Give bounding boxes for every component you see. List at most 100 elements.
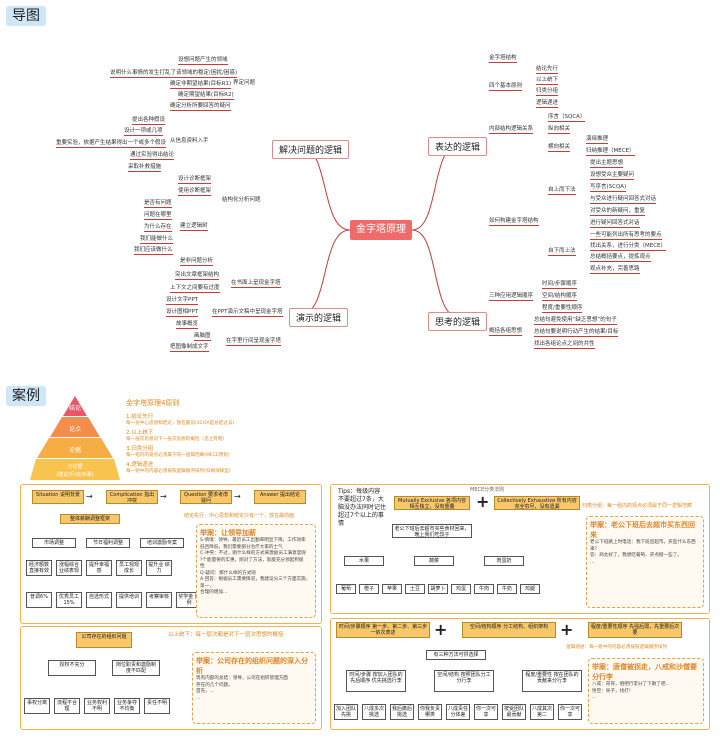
problem-item[interactable]: 我们能做什么 [140,236,174,244]
express-item[interactable]: 总结概括要点，提炼观点 [590,254,651,262]
case3-label: 以上统下：每一层次都是对下一层次思想的概括 [168,632,284,638]
present-item[interactable]: 画脑图 [194,333,211,341]
express-item[interactable]: 如何构建金字塔结构 [489,218,539,226]
express-item[interactable]: 归类分组 [536,88,559,96]
express-item[interactable]: 金字塔结构 [489,55,517,63]
problem-item[interactable]: 采取补救措施 [128,164,162,172]
think-item[interactable]: 找出各组论点之间的共性 [534,341,595,349]
express-item[interactable]: 四个基本原则 [489,83,523,91]
problem-item[interactable]: 是非问题分析 [180,258,214,266]
think-item[interactable]: 空间/结构顺序 [542,293,577,301]
problem-item[interactable]: 确定分析所要回答的疑问 [170,103,231,111]
express-item[interactable]: 对受众的新疑问，重复 [590,208,646,216]
case1-l4: 优秀员工 15% [56,592,82,608]
present-item[interactable]: 上下文之间要有过度 [170,285,220,293]
express-item[interactable]: 纵向相关 [548,126,571,134]
pyramid-rule: 2.以上统下 [126,430,154,436]
think-item[interactable]: 时间/步骤顺序 [542,281,577,289]
express-item[interactable]: 与受众进行疑问回答式对话 [590,196,657,204]
present-item[interactable]: 设计文字PPT [166,297,198,305]
case1-l2: 节日福利调整 [86,538,130,548]
case4-top: 程度/重要性顺序 先强后弱，先重要后次要 [588,622,682,638]
express-item[interactable]: 序言（SQCA） [548,114,586,122]
problem-item[interactable]: 使用诊断框架 [178,188,212,196]
present-item[interactable]: 在字里行间呈现金字塔 [226,338,282,346]
express-item[interactable]: 结论先行 [536,66,559,74]
think-item[interactable]: 总结句避免使用“缺乏思想”的句子 [534,317,617,325]
arrow-icon: → [234,492,241,501]
problem-item[interactable]: 问题在哪里 [144,212,172,220]
case2-item: 橙子 [359,584,379,594]
problem-item[interactable]: 建立逻辑树 [180,223,208,231]
think-item[interactable]: 三种应用逻辑顺序 [489,293,534,301]
case1-label: 结论先行：中心思想和结论只有一个，放在最前面 [184,513,295,519]
pyramid-level-4: 分论据 [67,463,82,470]
case2-tips: Tips：每级内容不要超过7条，大脑没办法同时记住超过7个以上的事情 [338,488,387,527]
pyramid-level-4b: (建议/行动/步骤) [56,471,93,478]
case4-main: 有三种方法可供选择 [426,650,486,660]
express-item[interactable]: 以上统下 [536,77,559,85]
problem-item[interactable]: 说明什么事情的发生打乱了该领域的稳定(困扰/困惑) [110,70,238,78]
express-item[interactable]: 提出主题思想 [590,160,624,168]
problem-item[interactable]: 设计一项或几项 [124,128,163,136]
express-item[interactable]: 写序言(SCQA) [590,184,627,192]
express-item[interactable]: 进行疑问回答式对话 [590,220,640,228]
pyramid-rule: 每一层次思想对下一层次思想的概括（见之有物） [126,437,228,442]
express-item[interactable]: 横向相关 [548,144,571,152]
case4-top: 空间/结构顺序 分工结构、组织架构 [462,622,556,638]
case1-l4: 考察审核 [146,592,172,608]
problem-item[interactable]: 设想问题产生的领域 [178,57,228,65]
case1-l2: 培训激励专案 [140,538,184,548]
problem-item[interactable]: 为什么存在 [144,224,172,232]
branch-think[interactable]: 思考的逻辑 [428,312,488,331]
present-item[interactable]: 故事概览 [176,321,199,329]
case2-item: 牛肉 [474,584,494,594]
express-item[interactable]: 演绎推理 [586,136,609,144]
case1-l3: 员工观观 成长 [116,560,142,576]
problem-item[interactable]: 确定期望结果(目标R2) [178,92,234,100]
problem-item[interactable]: 重要实验，依据产生结果得出一个或多个假设 [56,140,167,148]
problem-item[interactable]: 设计诊断框架 [178,176,212,184]
express-item[interactable]: 找出关系，进行分类（MECE） [590,243,667,251]
pyramid-level-2: 论点 [69,425,81,433]
branch-problem[interactable]: 解决问题的逻辑 [272,140,350,159]
express-item[interactable]: 自下而上法 [548,248,576,256]
express-item[interactable]: 自上而下法 [548,187,576,195]
branch-express[interactable]: 表达的逻辑 [428,137,488,156]
case1-l3: 经济额数 直接有效 [26,560,52,576]
case4-label: 逻辑递进：每一组中的内容必须按照逻辑顺序排列 [566,645,668,650]
think-item[interactable]: 程度/重要性顺序 [542,305,583,313]
case2-item: 苹果 [382,584,402,594]
think-item[interactable]: 概括各组思想 [489,328,523,336]
express-item[interactable]: 观点补充，完善思路 [590,266,640,274]
present-item[interactable]: 设计图相PPT [166,309,198,317]
plus-icon: + [476,492,490,511]
case3-l3: 事权分离 [24,698,50,714]
case4-tip-body: 八戒：哥哥，咱把行李分了下散了吧... 悟空：呆子，找打！ ... [592,682,670,700]
present-item[interactable]: 把图像制成文字 [170,344,209,352]
express-item[interactable]: 内部结构逻辑关系 [489,126,534,134]
express-item[interactable]: 逻辑递进 [536,100,559,108]
group-struct: 结构化分析问题 [222,197,261,203]
express-item[interactable]: 设想受众主要疑问 [590,172,635,180]
problem-item[interactable]: 是否有问题 [144,200,172,208]
mindmap-center[interactable]: 金字塔原理 [350,220,412,240]
case2-item: 胡萝卜 [428,584,448,594]
express-item[interactable]: 归纳推理（MECE） [586,148,635,156]
problem-item[interactable]: 确定非期望结果(目标R1) [170,81,232,89]
case1-l4: 自选形式 [86,592,112,608]
problem-item[interactable]: 我们应该做什么 [134,247,173,255]
case2-ce: Collectively Exhaustive 所有内容完全穷尽，没有遗漏 [494,496,580,510]
present-item[interactable]: 在书面上呈现金字塔 [231,280,281,288]
case2-item: 牛奶 [497,584,517,594]
branch-present[interactable]: 演示的逻辑 [289,308,349,327]
present-item[interactable]: 在PPT演示文稿中呈现金字塔 [212,309,283,317]
express-item[interactable]: 一些可能列出所有思考的要点 [590,232,662,240]
problem-item[interactable]: 通过实验得出结论 [130,152,175,160]
problem-item[interactable]: 提出各种假设 [132,117,166,125]
think-item[interactable]: 总结句要说明行动产生的结果/目标 [534,329,619,337]
case2-header: MECE分类法则 [470,487,505,493]
present-item[interactable]: 突出文章框架结构 [175,272,220,280]
case3-main: 公司存在的组织问题 [76,632,132,648]
